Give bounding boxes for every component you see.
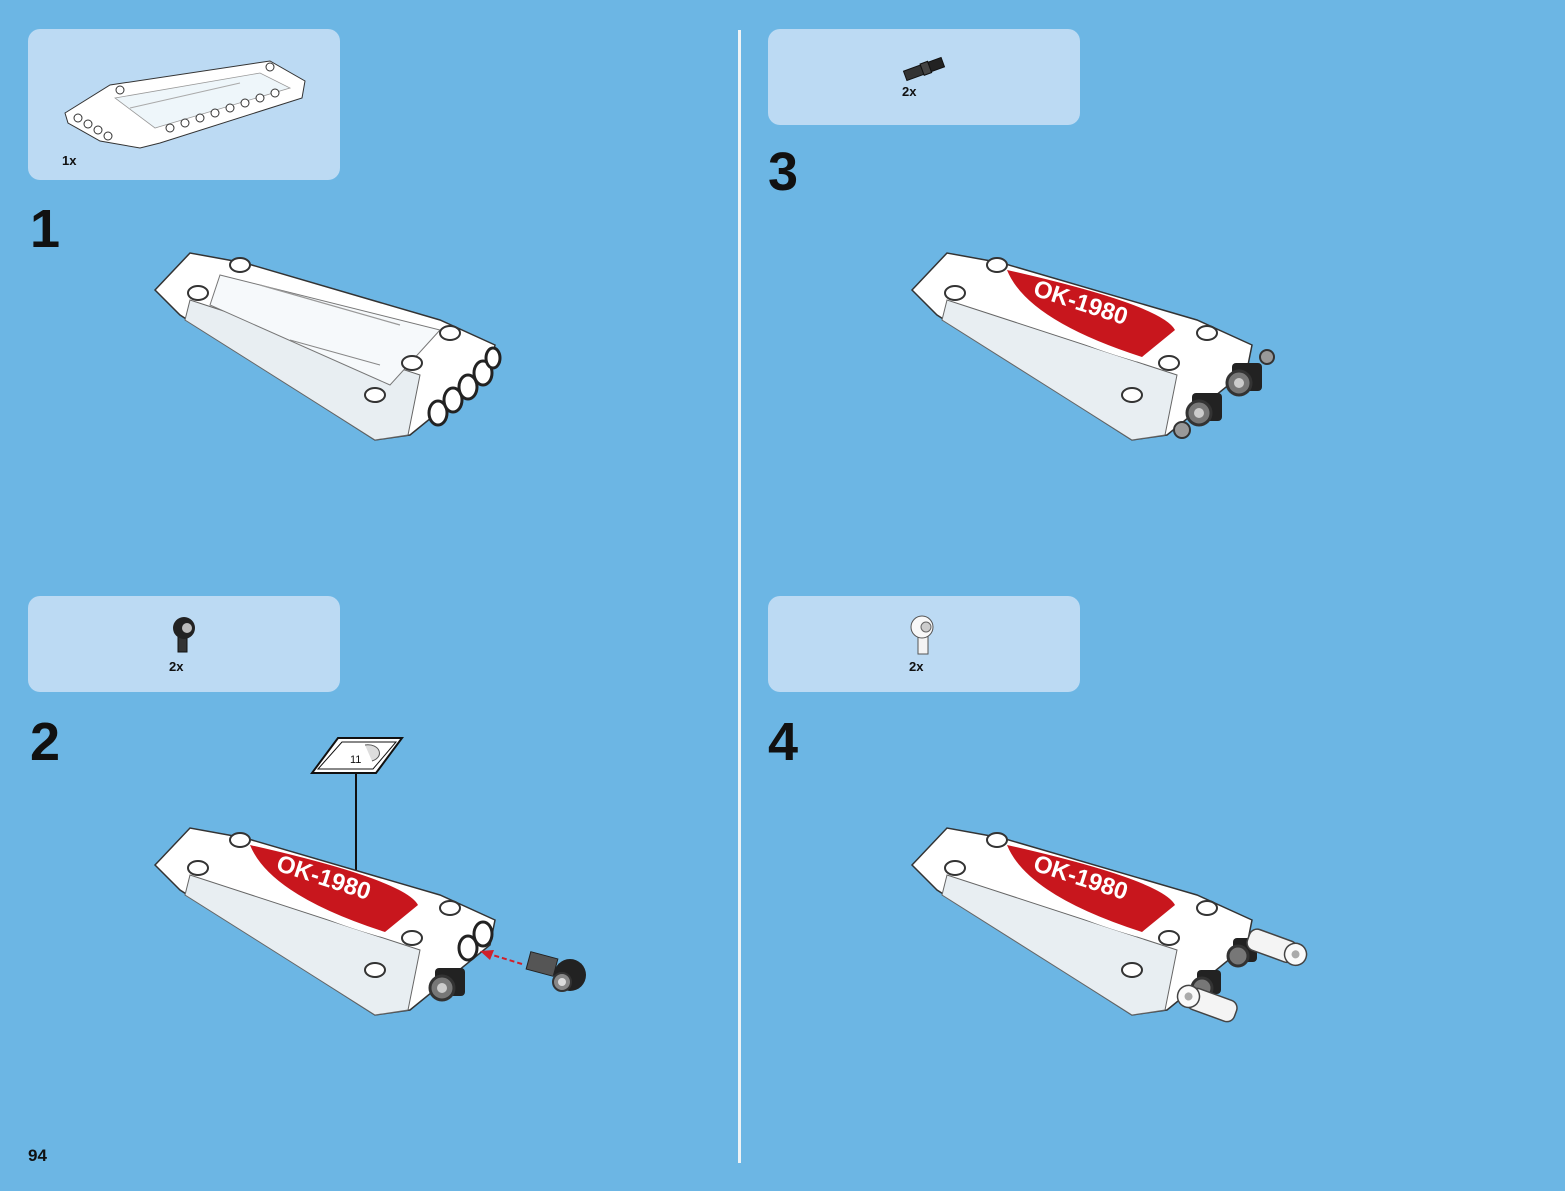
panel-with-connectors-assembly: OK-1980	[907, 820, 1317, 1040]
parts-list-step-2: 2x	[28, 596, 340, 692]
parts-list-step-3: 2x	[768, 29, 1080, 125]
part-quantity: 1x	[62, 153, 76, 168]
part-quantity: 2x	[902, 84, 916, 99]
parts-list-step-4: 2x	[768, 596, 1080, 692]
step-number: 3	[768, 145, 798, 199]
page-divider	[738, 30, 741, 1163]
panel-with-pins-assembly: OK-1980	[907, 245, 1307, 455]
step-number: 2	[30, 715, 60, 769]
parts-list-step-1: 1x	[28, 29, 340, 180]
panel-with-sticker-assembly: OK-1980	[150, 820, 600, 1020]
step-number: 1	[30, 202, 60, 256]
white-panel-part-icon	[60, 43, 310, 153]
part-quantity: 2x	[909, 659, 923, 674]
white-axle-connector-part-icon	[906, 612, 938, 658]
black-axle-pin-part-icon	[900, 55, 948, 83]
part-quantity: 2x	[169, 659, 183, 674]
white-panel-assembly	[150, 245, 510, 445]
black-axle-connector-part-icon	[168, 614, 200, 656]
page-number: 94	[28, 1146, 47, 1166]
sticker-number: 11	[350, 754, 361, 766]
step-number: 4	[768, 715, 798, 769]
